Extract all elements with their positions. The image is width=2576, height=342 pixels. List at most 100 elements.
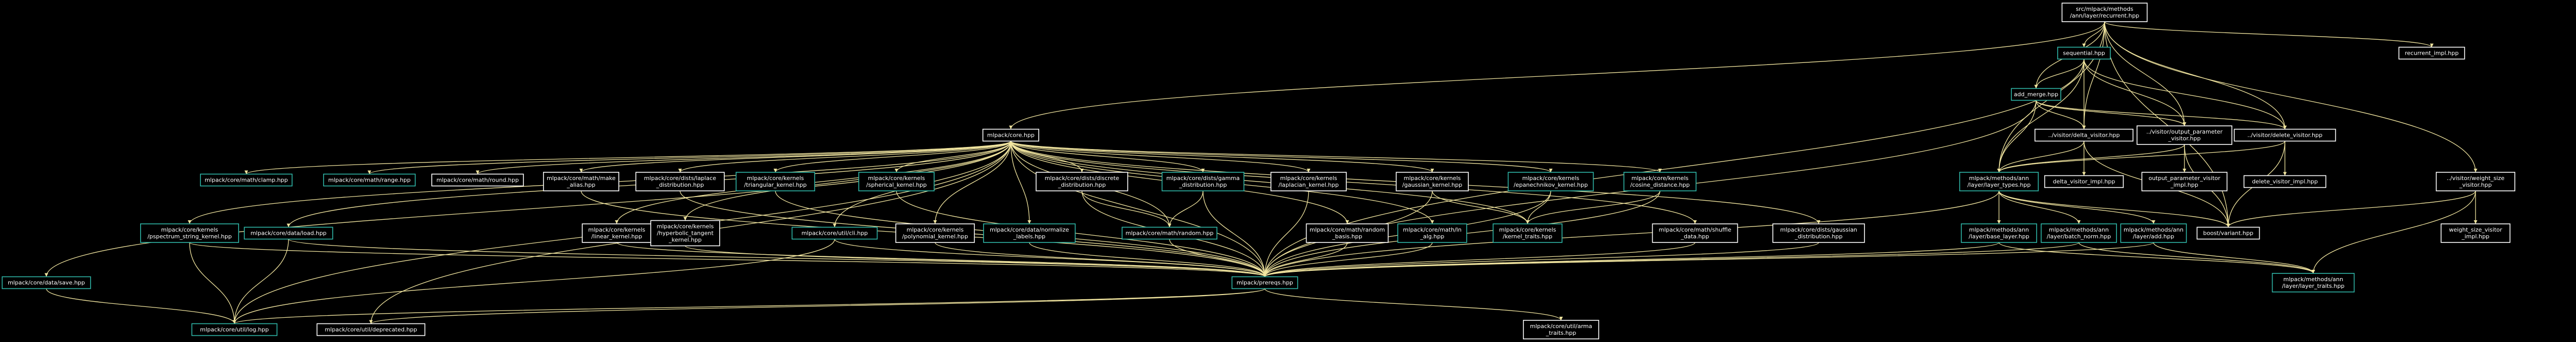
node-round[interactable]: mlpack/core/math/round.hpp (431, 173, 524, 187)
edge-arrowhead (579, 169, 583, 172)
node-box (323, 173, 416, 187)
node-box (2137, 125, 2232, 145)
node-cli[interactable]: mlpack/core/util/cli.hpp (791, 226, 878, 240)
node-epanechnikov[interactable]: mlpack/core/kernels/epanechnikov_kernel.… (1507, 172, 1594, 191)
node-box (735, 172, 816, 191)
node-armatraits[interactable]: mlpack/core/util/arma_traits.hpp (1523, 320, 1599, 339)
node-deprecated[interactable]: mlpack/core/util/deprecated.hpp (316, 323, 426, 336)
node-label: /layer/layer_traits.hpp (2282, 283, 2344, 289)
node-label: _traits.hpp (1546, 330, 1577, 336)
node-label: mlpack/core/math/random (1310, 226, 1385, 233)
edge-arrowhead (2082, 43, 2086, 47)
node-label: _visitor.hpp (2168, 135, 2201, 142)
node-label: mlpack/core/data/save.hpp (8, 280, 85, 286)
edge-core-to-clamp (246, 140, 1011, 175)
node-box (244, 226, 333, 240)
edge-core-to-prereqs (1010, 141, 1265, 277)
node-log[interactable]: mlpack/core/util/log.hpp (191, 323, 278, 336)
node-normalize[interactable]: mlpack/core/data/normalize_labels.hpp (983, 223, 1076, 243)
edge-arrowhead (2034, 85, 2038, 89)
node-laplacedist[interactable]: mlpack/core/dists/laplace_distribution.h… (635, 172, 725, 191)
node-polynomial[interactable]: mlpack/core/kernels/polynomial_kernel.hp… (895, 223, 975, 243)
node-kerneltraits[interactable]: mlpack/core/kernels/kernel_traits.hpp (1493, 223, 1563, 243)
node-clamp[interactable]: mlpack/core/math/clamp.hpp (200, 173, 293, 187)
node-deleteimpl[interactable]: delete_visitor_impl.hpp (2243, 175, 2327, 188)
edge-shuffledata-to-prereqs (1264, 242, 1696, 278)
node-root[interactable]: src/mlpack/methods/ann/layer/recurrent.h… (2061, 3, 2148, 22)
node-label: mlpack/prereqs.hpp (1236, 280, 1293, 286)
edge-core-to-range (369, 140, 1011, 175)
edge-lnalg-to-prereqs (1264, 242, 1433, 277)
node-deltavis[interactable]: ../visitor/delta_visitor.hpp (2035, 128, 2134, 142)
node-label: /pspectrum_string_kernel.hpp (147, 233, 232, 240)
node-box (1396, 172, 1469, 191)
node-box (1036, 172, 1128, 191)
node-spherical[interactable]: mlpack/core/kernels/spherical_kernel.hpp (858, 172, 935, 191)
node-lnalg[interactable]: mlpack/core/math/ln_alg.hpp (1397, 223, 1467, 243)
node-baselayer[interactable]: mlpack/methods/ann/layer/base_layer.hpp (1961, 223, 2037, 243)
node-linearkernel[interactable]: mlpack/core/kernels/linear_kernel.hpp (582, 223, 652, 243)
node-gaussiandist[interactable]: mlpack/core/dists/gaussian_distribution.… (1772, 223, 1865, 243)
node-box (982, 128, 1040, 142)
edge-linearkernel-to-prereqs (616, 242, 1265, 278)
node-randombasis[interactable]: mlpack/core/math/random_basis.hpp (1306, 223, 1389, 243)
edge-arrowhead (1997, 169, 2001, 172)
node-gaussiankernel[interactable]: mlpack/core/kernels/gaussian_kernel.hpp (1396, 172, 1469, 191)
node-label: /gaussian_kernel.hpp (1402, 182, 1462, 188)
edge-arrowhead (1009, 125, 1013, 129)
edge-layertypes-to-prereqs (1264, 190, 1999, 277)
node-label: mlpack/core/kernels (588, 226, 646, 233)
edge-arrowhead (1658, 169, 1662, 172)
node-box (2011, 88, 2061, 101)
node-label: ../visitor/weight_size (2447, 175, 2504, 182)
node-label: add_merge.hpp (2014, 91, 2058, 98)
node-triangular[interactable]: mlpack/core/kernels/triangular_kernel.hp… (735, 172, 816, 191)
node-label: /ann/layer/recurrent.hpp (2070, 12, 2140, 19)
node-random[interactable]: mlpack/core/math/random.hpp (1122, 226, 1217, 240)
edge-root-to-weightvis (2104, 21, 2476, 173)
edge-addmerge-to-deltavis (2036, 100, 2084, 129)
node-shuffledata[interactable]: mlpack/core/math/shuffle_data.hpp (1652, 223, 1738, 243)
node-prereqs[interactable]: mlpack/prereqs.hpp (1231, 276, 1298, 289)
node-core[interactable]: mlpack/core.hpp (982, 128, 1040, 142)
node-load[interactable]: mlpack/core/data/load.hpp (244, 226, 333, 240)
node-layertypes[interactable]: mlpack/methods/ann/layer/layer_types.hpp (1959, 172, 2039, 191)
node-cosinedist[interactable]: mlpack/core/kernels/cosine_distance.hpp (1623, 172, 1697, 191)
node-deltaimpl[interactable]: delta_visitor_impl.hpp (2044, 175, 2124, 188)
node-label: mlpack/core/util/deprecated.hpp (325, 327, 417, 333)
node-label: /laplacian_kernel.hpp (1279, 182, 1339, 188)
edge-root-to-recimpl (2104, 21, 2432, 48)
node-gammadist[interactable]: mlpack/core/dists/gamma_distribution.hpp (1161, 172, 1245, 191)
node-recimpl[interactable]: recurrent_impl.hpp (2398, 46, 2465, 60)
edge-laplaciankernel-to-prereqs (1264, 190, 1309, 277)
node-boostvariant[interactable]: boost/variant.hpp (2196, 226, 2260, 240)
node-label: mlpack/core/math/clamp.hpp (205, 177, 288, 184)
node-weightimpl[interactable]: weight_size_visitor_impl.hpp (2441, 223, 2511, 243)
node-weightvis[interactable]: ../visitor/weight_size_visitor.hpp (2435, 172, 2516, 191)
node-label: mlpack/core/util/cli.hpp (802, 230, 868, 237)
node-box (858, 172, 935, 191)
edge-pspectrum-to-prereqs (189, 242, 1265, 278)
node-label: _basis.hpp (1332, 233, 1362, 240)
node-save[interactable]: mlpack/core/data/save.hpp (2, 276, 91, 289)
edge-arrowhead (1817, 220, 1821, 224)
node-label: mlpack/core/math/round.hpp (436, 177, 519, 184)
node-outparvis[interactable]: ../visitor/output_parameter_visitor.hpp (2137, 125, 2232, 145)
node-hyperbolic[interactable]: mlpack/core/kernels/hyperbolic_tangent_k… (650, 220, 720, 247)
node-deletevis[interactable]: ../visitor/delete_visitor.hpp (2233, 128, 2336, 142)
edge-arrowhead (678, 169, 682, 172)
node-discretedist[interactable]: mlpack/core/dists/discrete_distribution.… (1036, 172, 1128, 191)
edge-arrowhead (1526, 220, 1530, 224)
node-addlayer[interactable]: mlpack/methods/ann/layer/add.hpp (2120, 223, 2187, 243)
node-range[interactable]: mlpack/core/math/range.hpp (323, 173, 416, 187)
node-laplaciankernel[interactable]: mlpack/core/kernels/laplacian_kernel.hpp (1270, 172, 1347, 191)
node-box (1959, 172, 2039, 191)
node-layertraits[interactable]: mlpack/methods/ann/layer/layer_traits.hp… (2272, 273, 2355, 292)
node-outparimpl[interactable]: output_parameter_visitor_impl.hpp (2141, 172, 2228, 191)
node-pspectrum[interactable]: mlpack/core/kernels/pspectrum_string_ker… (140, 223, 239, 243)
node-label: _labels.hpp (1013, 233, 1045, 240)
node-batchnorm[interactable]: mlpack/methods/ann/layer/batch_norm.hpp (2041, 223, 2117, 243)
node-addmerge[interactable]: add_merge.hpp (2011, 88, 2061, 101)
node-makealias[interactable]: mlpack/core/math/make_alias.hpp (543, 172, 619, 191)
node-sequential[interactable]: sequential.hpp (2057, 46, 2111, 60)
